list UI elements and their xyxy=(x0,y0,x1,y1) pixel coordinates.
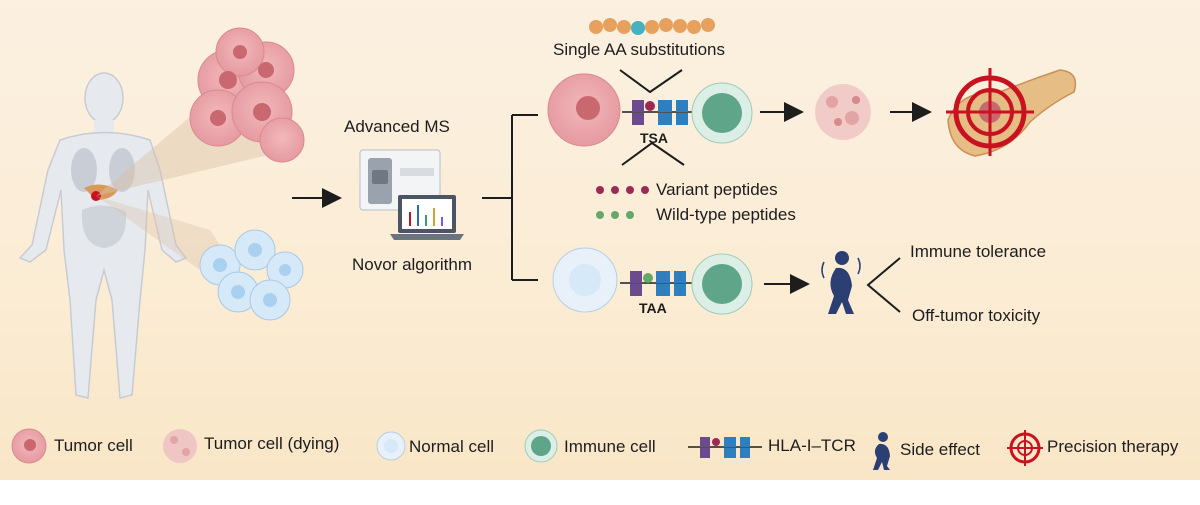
off-tumor-toxicity-label: Off-tumor toxicity xyxy=(912,306,1041,325)
side-effect-icon xyxy=(821,251,861,314)
legend-label-normal-cell: Normal cell xyxy=(409,437,495,456)
variant-peptides-label: Variant peptides xyxy=(656,180,778,199)
legend-label-side-effect: Side effect xyxy=(900,440,981,459)
legend-precision-therapy-icon xyxy=(1007,430,1043,466)
advanced-ms-label: Advanced MS xyxy=(344,117,450,136)
tsa-immune-cell-icon xyxy=(691,82,753,144)
wildtype-dots xyxy=(596,211,634,219)
pancreas-target-icon xyxy=(946,68,1077,157)
immune-tolerance-label: Immune tolerance xyxy=(910,242,1047,261)
taa-hla-tcr-icon xyxy=(620,271,700,296)
legend-icons xyxy=(11,428,1043,470)
legend-label-immune-cell: Immune cell xyxy=(564,437,656,456)
wildtype-peptides-label: Wild-type peptides xyxy=(656,205,796,224)
legend-dying-tumor-cell-icon xyxy=(163,429,197,463)
normal-cluster-icon xyxy=(199,229,304,321)
branch-bracket xyxy=(482,114,538,281)
tsa-label: TSA xyxy=(640,130,668,146)
legend-hla-tcr-icon xyxy=(688,437,762,458)
laptop-icon xyxy=(390,195,464,240)
legend-label-hla-tcr: HLA-I–TCR xyxy=(768,436,856,455)
legend-tumor-cell-icon xyxy=(11,428,47,464)
tumor-cluster-icon xyxy=(189,27,305,163)
tsa-bracket xyxy=(621,141,685,166)
tsa-tumor-cell-icon xyxy=(547,73,621,147)
taa-normal-cell-icon xyxy=(552,247,618,313)
legend-immune-cell-icon xyxy=(524,429,558,463)
variant-dots xyxy=(596,186,649,194)
legend-normal-cell-icon xyxy=(376,431,406,461)
legend-label-dying-tumor-cell: Tumor cell (dying) xyxy=(204,434,340,453)
legend-label-tumor-cell: Tumor cell xyxy=(54,436,133,455)
peptide-chain-icon xyxy=(589,18,715,35)
substitution-bracket xyxy=(619,69,683,94)
taa-label: TAA xyxy=(639,300,667,316)
human-body-icon xyxy=(18,72,188,399)
novor-algorithm-label: Novor algorithm xyxy=(352,255,472,274)
outcome-bracket xyxy=(866,257,901,313)
single-aa-substitutions-label: Single AA substitutions xyxy=(553,40,726,59)
taa-immune-cell-icon xyxy=(691,253,753,315)
legend-side-effect-icon xyxy=(873,432,890,470)
dying-tumor-cell-icon xyxy=(815,84,871,140)
tsa-hla-tcr-icon xyxy=(622,100,700,125)
legend-label-precision-therapy: Precision therapy xyxy=(1047,437,1179,456)
